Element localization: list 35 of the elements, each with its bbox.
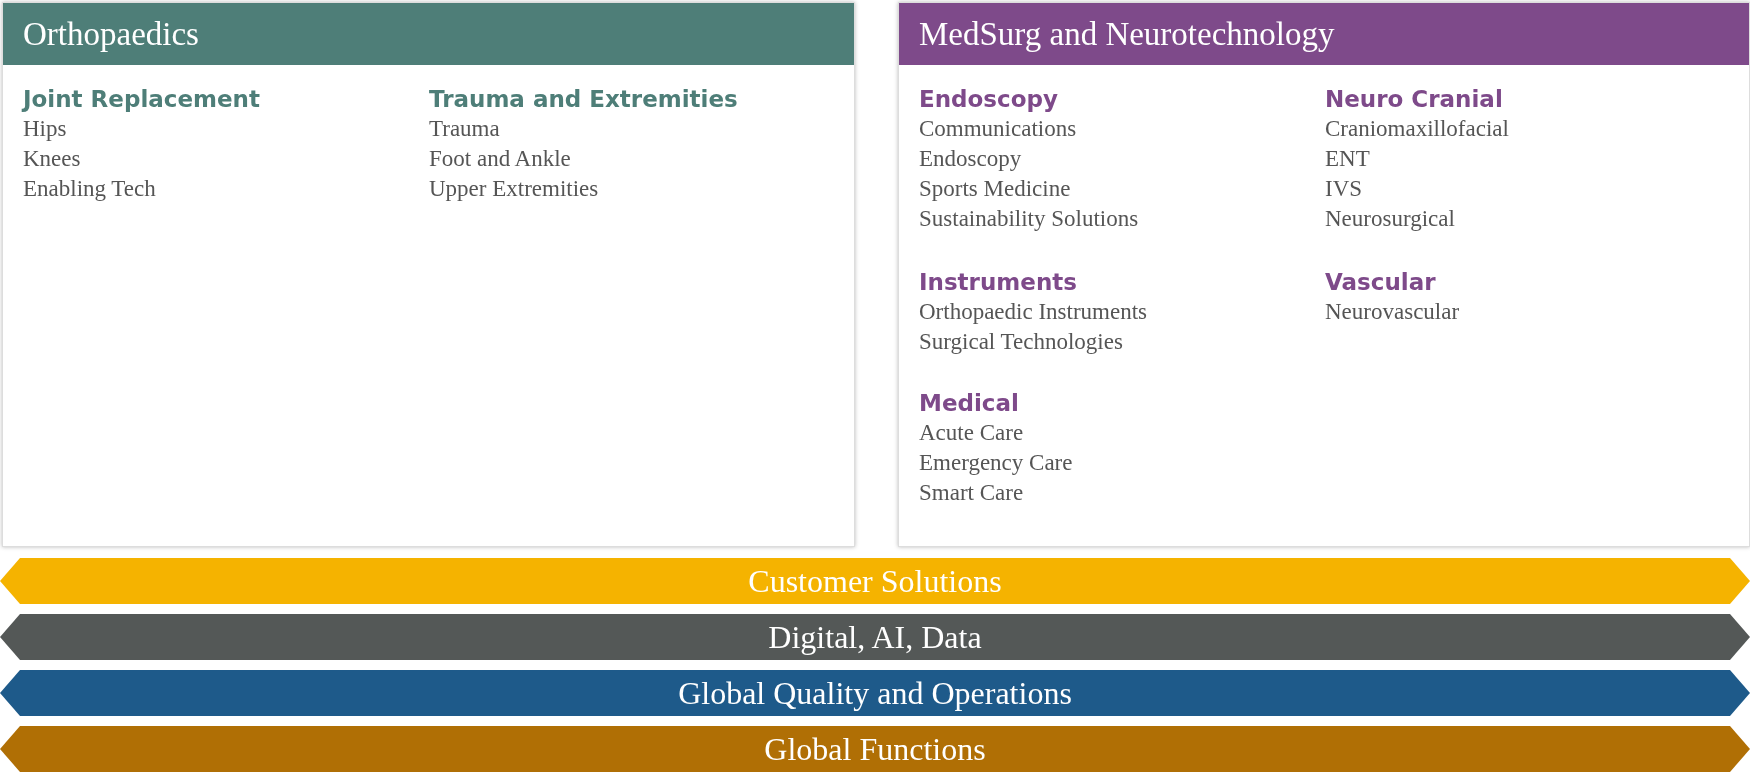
- banner-label: Global Quality and Operations: [678, 674, 1072, 712]
- list-item: Sustainability Solutions: [919, 205, 1139, 233]
- group-heading: Joint Replacement: [23, 85, 260, 113]
- banner-label: Global Functions: [764, 730, 986, 768]
- banner-label: Digital, AI, Data: [768, 618, 982, 656]
- list-item: Knees: [23, 145, 81, 173]
- list-item: ENT: [1325, 145, 1370, 173]
- banner-label: Customer Solutions: [748, 562, 1002, 600]
- list-item: Communications: [919, 115, 1077, 143]
- list-item: Surgical Technologies: [919, 328, 1123, 356]
- list-item: Hips: [23, 115, 67, 143]
- list-item: Enabling Tech: [23, 175, 156, 203]
- group-heading: Instruments: [919, 268, 1077, 296]
- list-item: Neurosurgical: [1325, 205, 1455, 233]
- list-item: Smart Care: [919, 479, 1024, 507]
- list-item: Endoscopy: [919, 145, 1022, 173]
- panel-card: [2, 2, 855, 547]
- list-item: Emergency Care: [919, 449, 1073, 477]
- list-item: Acute Care: [919, 419, 1024, 447]
- list-item: IVS: [1325, 175, 1363, 203]
- list-item: Trauma: [429, 115, 500, 143]
- panel-header: Orthopaedics: [3, 3, 854, 65]
- group-heading: Endoscopy: [919, 85, 1058, 113]
- panel-header: MedSurg and Neurotechnology: [899, 3, 1749, 65]
- list-item: Sports Medicine: [919, 175, 1071, 203]
- list-item: Orthopaedic Instruments: [919, 298, 1148, 326]
- group-heading: Medical: [919, 389, 1019, 417]
- panel-card: [898, 2, 1750, 547]
- list-item: Foot and Ankle: [429, 145, 571, 173]
- group-heading: Neuro Cranial: [1325, 85, 1503, 113]
- list-item: Upper Extremities: [429, 175, 599, 203]
- group-heading: Vascular: [1325, 268, 1436, 296]
- group-heading: Trauma and Extremities: [429, 85, 738, 113]
- list-item: Neurovascular: [1325, 298, 1460, 326]
- list-item: Craniomaxillofacial: [1325, 115, 1509, 143]
